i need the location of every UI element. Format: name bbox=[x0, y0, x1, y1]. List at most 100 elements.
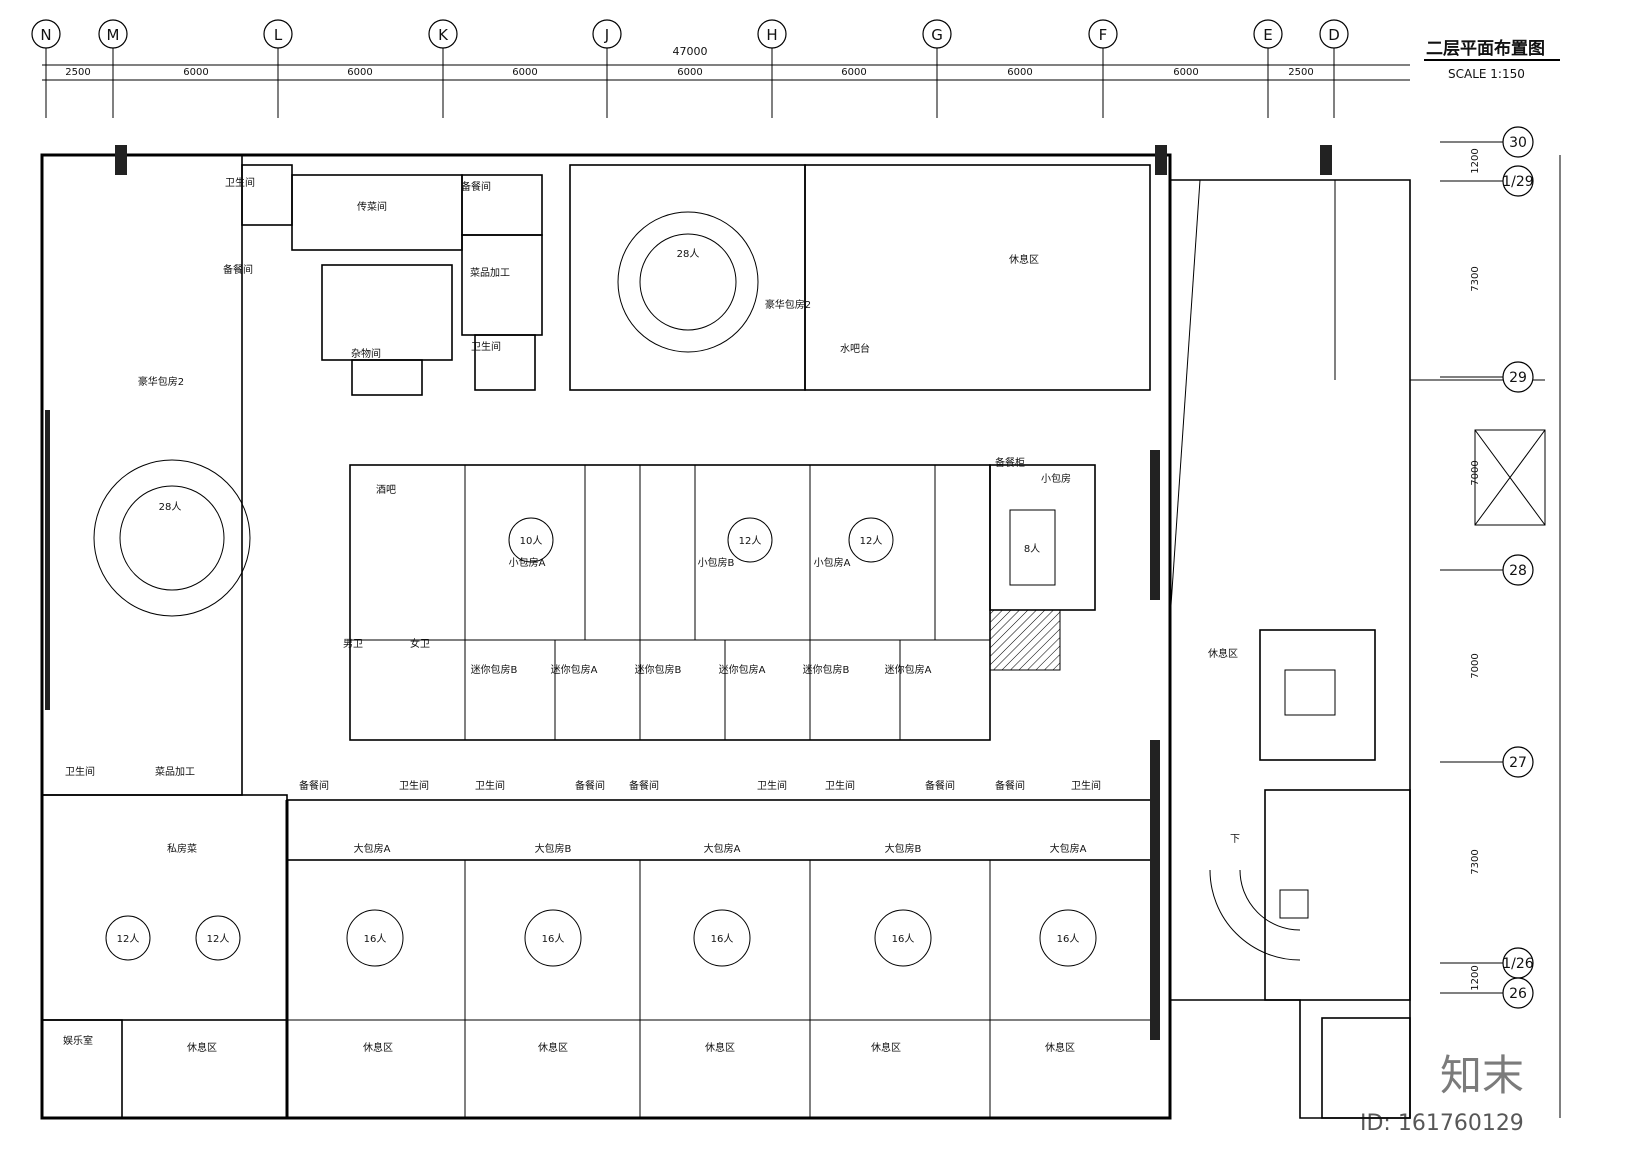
grid-row-marker: 1/26 bbox=[1440, 947, 1534, 979]
room-label: 卫生间 bbox=[475, 779, 505, 792]
grid-column-label: L bbox=[274, 26, 283, 44]
room-label: 迷你包房B bbox=[471, 663, 518, 676]
room-label: 娱乐室 bbox=[63, 1034, 93, 1047]
room-label: 菜品加工 bbox=[155, 766, 195, 778]
room-label: 女卫 bbox=[410, 637, 430, 650]
dimension-top: 2500 bbox=[1288, 67, 1313, 78]
table-label: 12人 bbox=[207, 933, 230, 945]
grid-row-marker: 1/29 bbox=[1440, 165, 1534, 197]
dimension-top: 6000 bbox=[841, 67, 866, 78]
room-label: 传菜间 bbox=[357, 200, 387, 213]
room-label: 迷你包房A bbox=[719, 663, 766, 676]
banquet-tables bbox=[93, 211, 1097, 967]
drawing-scale: SCALE 1:150 bbox=[1448, 67, 1525, 81]
dimension-right: 7000 bbox=[1470, 653, 1481, 678]
room-label: 迷你包房B bbox=[803, 663, 850, 676]
room-label: 休息区 bbox=[1045, 1041, 1075, 1054]
dimension-top: 6000 bbox=[1007, 67, 1032, 78]
grid-column-marker: J bbox=[592, 19, 622, 118]
watermark-id: ID: 161760129 bbox=[1360, 1111, 1524, 1136]
room-label: 小包房 bbox=[1041, 472, 1071, 485]
room-label: 迷你包房B bbox=[635, 663, 682, 676]
table-label: 16人 bbox=[892, 933, 915, 945]
grid-column-label: H bbox=[766, 26, 777, 44]
dimension-right: 7300 bbox=[1470, 266, 1481, 291]
room-label: 卫生间 bbox=[225, 176, 255, 189]
grid-column-marker: K bbox=[428, 19, 458, 118]
grid-row-label: 26 bbox=[1509, 986, 1527, 1002]
room-label: 备餐间 bbox=[299, 779, 329, 792]
dimension-right: 7000 bbox=[1470, 460, 1481, 485]
grid-column-marker: G bbox=[922, 19, 952, 118]
table-label: 12人 bbox=[860, 535, 883, 547]
room-label: 卫生间 bbox=[471, 340, 501, 353]
room-label: 豪华包房2 bbox=[138, 375, 184, 388]
room-label: 休息区 bbox=[705, 1041, 735, 1054]
room-label: 杂物间 bbox=[351, 347, 381, 360]
room-label: 大包房B bbox=[885, 842, 922, 855]
building-walls bbox=[40, 145, 1546, 1120]
room-label: 小包房A bbox=[509, 556, 546, 569]
table-label: 12人 bbox=[117, 933, 140, 945]
dimension-top: 6000 bbox=[347, 67, 372, 78]
room-label: 小包房A bbox=[814, 556, 851, 569]
room-label: 菜品加工 bbox=[470, 267, 510, 279]
room-label: 备餐间 bbox=[575, 779, 605, 792]
room-label: 卫生间 bbox=[1071, 779, 1101, 792]
room-label: 水吧台 bbox=[840, 342, 870, 355]
grid-column-label: M bbox=[107, 26, 120, 44]
drawing-title: 二层平面布置图 bbox=[1426, 38, 1545, 59]
grid-row-marker: 26 bbox=[1440, 977, 1534, 1009]
room-label: 迷你包房A bbox=[551, 663, 598, 676]
room-label: 备餐间 bbox=[995, 779, 1025, 792]
grid-row-label: 1/26 bbox=[1502, 956, 1534, 972]
grid-row-marker: 29 bbox=[1440, 361, 1534, 393]
room-label: 大包房A bbox=[704, 842, 741, 855]
dimension-right: 1200 bbox=[1470, 148, 1481, 173]
grid-row-label: 28 bbox=[1509, 563, 1527, 579]
grid-column-label: D bbox=[1328, 26, 1340, 44]
table-label: 28人 bbox=[677, 248, 700, 260]
room-label: 备餐间 bbox=[629, 779, 659, 792]
grid-row-label: 1/29 bbox=[1502, 174, 1533, 190]
grid-row-marker: 30 bbox=[1440, 126, 1534, 158]
grid-column-marker: H bbox=[757, 19, 787, 118]
dimension-total: 47000 bbox=[673, 45, 708, 58]
room-label: 大包房B bbox=[535, 842, 572, 855]
table-label: 16人 bbox=[711, 933, 734, 945]
table-label: 16人 bbox=[1057, 933, 1080, 945]
grid-column-label: E bbox=[1263, 26, 1272, 44]
room-label: 备餐间 bbox=[223, 263, 253, 276]
grid-column-label: K bbox=[438, 26, 449, 44]
dimension-top: 6000 bbox=[183, 67, 208, 78]
grid-column-marker: E bbox=[1253, 19, 1283, 118]
grid-row-label: 30 bbox=[1509, 135, 1527, 151]
table-label: 12人 bbox=[739, 535, 762, 547]
room-label: 休息区 bbox=[1009, 253, 1039, 266]
room-label: 休息区 bbox=[363, 1041, 393, 1054]
room-label: 备餐间 bbox=[925, 779, 955, 792]
room-label: 休息区 bbox=[871, 1041, 901, 1054]
room-label: 休息区 bbox=[538, 1041, 568, 1054]
dimension-lines bbox=[42, 64, 1561, 1118]
room-label: 下 bbox=[1230, 834, 1240, 845]
dimension-top: 6000 bbox=[512, 67, 537, 78]
dimension-right: 1200 bbox=[1470, 965, 1481, 990]
grid-column-label: J bbox=[604, 26, 609, 44]
grid-row-marker: 28 bbox=[1440, 554, 1534, 586]
grid-row-label: 29 bbox=[1509, 370, 1527, 386]
dimension-right: 7300 bbox=[1470, 849, 1481, 874]
room-label: 卫生间 bbox=[399, 779, 429, 792]
grid-column-marker: N bbox=[31, 19, 61, 118]
room-label: 迷你包房A bbox=[885, 663, 932, 676]
room-label: 小包房B bbox=[698, 556, 735, 569]
grid-column-label: F bbox=[1099, 26, 1108, 44]
table-label: 16人 bbox=[364, 933, 387, 945]
room-label: 休息区 bbox=[1208, 647, 1238, 660]
grid-column-label: G bbox=[931, 26, 943, 44]
grid-column-marker: D bbox=[1319, 19, 1349, 118]
table-label: 10人 bbox=[520, 535, 543, 547]
